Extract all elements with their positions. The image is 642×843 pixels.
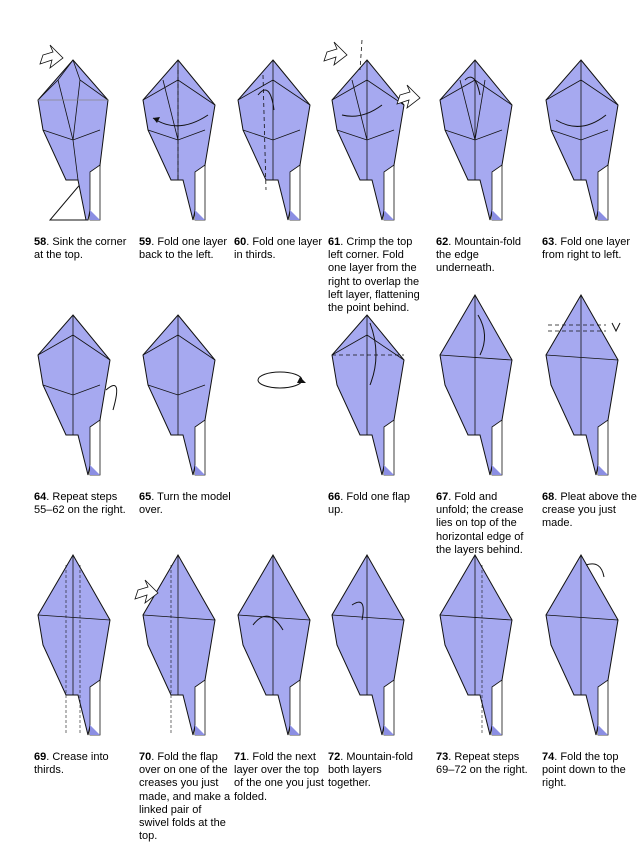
step-63: 63. Fold one layer from right to left.: [536, 40, 641, 262]
step-68-figure: [545, 293, 621, 476]
step-72: 72. Mountain-fold both layers together.: [322, 553, 427, 791]
step-74-caption: 74. Fold the top point down to the right…: [542, 751, 626, 790]
step-64-figure: [37, 314, 118, 476]
sink-arrow-icon: [39, 44, 64, 70]
step-60-figure: [237, 59, 311, 221]
step-74-figure: [545, 553, 619, 736]
step-66-figure: [331, 314, 405, 476]
fold-arrow-icon: [257, 89, 275, 111]
step-62: 62. Mountain-fold the edge underneath.: [430, 40, 535, 276]
fold-arrow-icon: [477, 314, 485, 356]
step-66-caption: 66. Fold one flap up.: [328, 491, 410, 517]
step-69-caption: 69. Crease into thirds.: [34, 751, 109, 777]
step-58-caption: 58. Sink the corner at the top.: [34, 236, 127, 262]
step-60: 60. Fold one layer in thirds.: [228, 40, 333, 262]
step-58: 58. Sink the corner at the top.: [28, 40, 133, 262]
step-69: 69. Crease into thirds.: [28, 553, 133, 777]
step-67: 67. Fold and unfold; the crease lies on …: [430, 293, 535, 557]
step-73-figure: [439, 553, 513, 736]
step-73-caption: 73. Repeat steps 69–72 on the right.: [436, 751, 528, 777]
step-65: 65. Turn the model over.: [133, 295, 238, 517]
fold-arrow-icon: [369, 322, 377, 386]
step-68: 68. Pleat above the crease you just made…: [536, 293, 641, 531]
step-71-caption: 71. Fold the next layer over the top of …: [234, 751, 324, 803]
pleat-symbol-icon: [611, 322, 621, 333]
fold-arrow-icon: [105, 385, 118, 411]
step-60-caption: 60. Fold one layer in thirds.: [234, 236, 323, 262]
step-59-caption: 59. Fold one layer back to the left.: [139, 236, 228, 262]
sink-arrow-icon: [134, 579, 159, 605]
step-59-figure: [142, 59, 216, 221]
step-61-caption: 61. Crimp the top left corner. Fold one …: [328, 236, 420, 315]
step-66: 66. Fold one flap up.: [322, 295, 427, 517]
step-63-caption: 63. Fold one layer from right to left.: [542, 236, 631, 262]
turn-over-arrow-icon: [257, 371, 306, 389]
step-74: 74. Fold the top point down to the right…: [536, 553, 641, 791]
step-65-caption: 65. Turn the model over.: [139, 491, 231, 517]
step-70: 70. Fold the flap over on one of the cre…: [133, 553, 238, 843]
step-64: 64. Repeat steps 55–62 on the right.: [28, 295, 133, 517]
step-72-figure: [331, 553, 405, 736]
step-58-figure: [37, 44, 109, 221]
step-61-figure: [323, 39, 421, 221]
mountain-fold-arrow-icon: [351, 601, 364, 621]
step-71: 71. Fold the next layer over the top of …: [228, 553, 333, 804]
step-67-caption: 67. Fold and unfold; the crease lies on …: [436, 491, 524, 556]
step-67-figure: [439, 293, 513, 476]
step-73: 73. Repeat steps 69–72 on the right.: [430, 553, 535, 777]
mountain-fold-arrow-icon: [396, 84, 421, 110]
step-70-caption: 70. Fold the flap over on one of the cre…: [139, 751, 231, 843]
step-63-figure: [545, 59, 619, 221]
fold-arrow-icon: [252, 615, 284, 631]
step-62-caption: 62. Mountain-fold the edge underneath.: [436, 236, 522, 275]
step-71-figure: [237, 553, 311, 736]
sink-arrow-icon: [323, 41, 348, 67]
step-59: 59. Fold one layer back to the left.: [133, 40, 238, 262]
step-68-caption: 68. Pleat above the crease you just made…: [542, 491, 637, 530]
step-69-figure: [37, 553, 111, 736]
mountain-fold-arrow-icon: [464, 76, 481, 96]
step-70-figure: [134, 553, 216, 736]
step-62-figure: [439, 59, 513, 221]
step-64-caption: 64. Repeat steps 55–62 on the right.: [34, 491, 126, 517]
step-65-figure: [142, 314, 216, 476]
fold-arrow-icon: [585, 563, 605, 578]
step-61: 61. Crimp the top left corner. Fold one …: [322, 39, 427, 315]
fold-arrow-icon: [555, 114, 607, 127]
step-72-caption: 72. Mountain-fold both layers together.: [328, 751, 414, 790]
